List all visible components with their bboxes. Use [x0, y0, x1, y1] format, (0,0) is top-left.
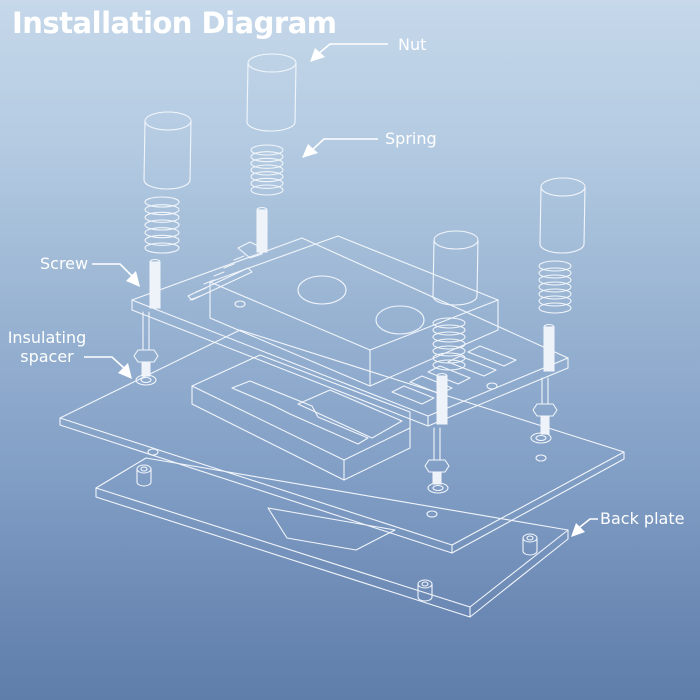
spring-turn [432, 359, 466, 371]
spring-turn [538, 288, 572, 300]
callout-arrow-back-plate [571, 518, 598, 537]
standoff-post [133, 311, 159, 377]
label-screw: Screw [40, 254, 89, 273]
screw [436, 372, 448, 425]
spring-turn [538, 302, 572, 314]
inlet-port [297, 275, 347, 305]
spring [144, 144, 572, 371]
spring-turn [144, 242, 180, 254]
spring-coil [250, 144, 284, 196]
callout-arrow-nut [310, 43, 388, 62]
spring-turn [144, 219, 180, 231]
spring-turn [538, 260, 572, 272]
back-plate-standoff [417, 579, 433, 602]
standoff-post [424, 427, 450, 485]
spring-coil [144, 196, 180, 254]
spring-turn [538, 295, 572, 307]
spring-turn [432, 345, 466, 357]
nut [143, 111, 192, 190]
spring-turn [432, 338, 466, 350]
spring-coil [538, 260, 572, 314]
spring-turn [144, 204, 180, 216]
spring-coil [432, 317, 466, 371]
spring-turn [250, 157, 284, 169]
callout-arrow-insulating-spacer [84, 356, 132, 379]
spring-turn [538, 281, 572, 293]
nut [246, 53, 297, 132]
spring-turn [250, 151, 284, 163]
spring-turn [250, 184, 284, 196]
back-plate-standoff [522, 533, 538, 556]
screw [149, 258, 161, 309]
outlet-port [375, 305, 425, 335]
standoff-post [532, 377, 558, 435]
spring-turn [144, 211, 180, 223]
label-back-plate: Back plate [600, 509, 685, 528]
nut [539, 177, 586, 254]
spring-turn [432, 324, 466, 336]
diagram-title: Installation Diagram [12, 6, 337, 40]
spring-turn [538, 274, 572, 286]
label-spring: Spring [385, 129, 437, 148]
label-insulating-spacer: Insulating spacer [6, 328, 88, 366]
water-block [209, 235, 499, 387]
nut [432, 230, 479, 306]
spring-turn [250, 171, 284, 183]
back-plate [95, 457, 569, 618]
spring-turn [144, 196, 180, 208]
label-insulating-spacer-line1: Insulating [7, 328, 87, 347]
spring-turn [144, 227, 180, 239]
label-insulating-spacer-line2: spacer [20, 347, 74, 366]
spring-turn [432, 317, 466, 329]
screw [256, 206, 268, 253]
spring-turn [538, 267, 572, 279]
spring-turn [250, 164, 284, 176]
label-nut: Nut [398, 35, 427, 54]
mounting-bracket [131, 237, 569, 427]
callout-arrow-screw [92, 263, 140, 287]
spring-turn [250, 144, 284, 156]
screw [543, 323, 555, 372]
spring-turn [432, 352, 466, 364]
callout-arrow-spring [302, 138, 378, 158]
spring-turn [144, 234, 180, 246]
spring-turn [250, 177, 284, 189]
spring-turn [432, 331, 466, 343]
back-plate-standoff [136, 464, 152, 487]
circuit-board [59, 329, 625, 554]
